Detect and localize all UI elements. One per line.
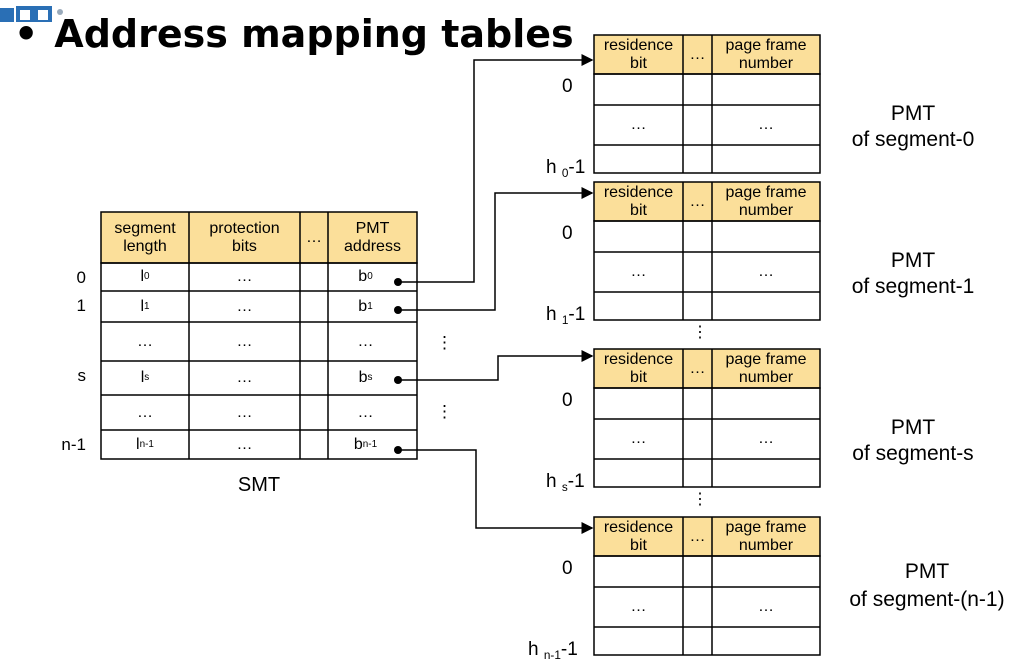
pmt-pointer-arrow	[398, 54, 594, 283]
pmt-caption-subtitle: of segment-0	[851, 128, 975, 151]
pmt-first-index: 0	[562, 390, 573, 411]
pmt-pointer-arrow	[398, 449, 594, 534]
smt-header-cell: …	[306, 228, 322, 246]
pmt-pointer-arrow	[398, 187, 594, 311]
smt-ellipsis-lower: ⋮	[436, 402, 453, 421]
pmt-caption-subtitle: of segment-s	[852, 442, 974, 465]
pmt-vertical-ellipsis: ⋮	[692, 324, 708, 341]
pmt-caption-title: PMT	[890, 102, 936, 125]
smt-length-cell: l 0	[140, 268, 150, 285]
smt-row-label: n-1	[61, 435, 86, 454]
pmt-caption-subtitle: of segment-(n-1)	[849, 588, 1005, 611]
pmt-last-index: h n-1-1	[528, 639, 578, 663]
pmt-frame-ellipsis: …	[758, 430, 774, 447]
smt-length-cell: …	[137, 332, 153, 350]
smt-pmt-address-cell: …	[357, 403, 374, 421]
smt-protection-cell: …	[236, 332, 253, 350]
pmt-header-cell: …	[689, 192, 706, 210]
smt-length-cell: l n-1	[136, 435, 154, 453]
smt-caption: SMT	[237, 474, 281, 496]
smt-protection-cell: …	[236, 297, 253, 315]
pmt-pointer-arrow	[398, 350, 594, 381]
pmt-vertical-ellipsis: ⋮	[692, 491, 708, 508]
smt-length-cell: l 1	[140, 297, 150, 315]
pmt-residence-ellipsis: …	[630, 598, 647, 615]
title-text: Address mapping tables	[54, 12, 574, 56]
pmt-caption-title: PMT	[890, 249, 936, 272]
pmt-first-index: 0	[562, 76, 573, 97]
pmt-header-cell: …	[689, 359, 706, 377]
logo-icon	[0, 6, 63, 22]
pmt-body	[593, 387, 821, 488]
pmt-body	[593, 220, 821, 321]
pmt-frame-ellipsis: …	[758, 598, 774, 615]
smt-row-label: 0	[76, 268, 86, 287]
pmt-frame-ellipsis: …	[758, 263, 774, 280]
smt-protection-cell: …	[236, 435, 253, 453]
pmt-header-cell: …	[689, 527, 706, 545]
smt-ellipsis-upper: ⋮	[436, 333, 453, 352]
pmt-caption-title: PMT	[890, 416, 936, 439]
pmt-caption-subtitle: of segment-1	[851, 275, 975, 298]
pmt-residence-ellipsis: …	[630, 116, 647, 133]
smt-row-label: 1	[76, 296, 86, 315]
smt-pmt-address-cell: b s	[358, 369, 373, 386]
pmt-last-index: h 1-1	[546, 304, 586, 328]
smt-row-label: s	[77, 366, 87, 385]
pmt-body	[593, 555, 821, 656]
pmt-caption-title: PMT	[904, 560, 950, 583]
pmt-header-band	[593, 348, 821, 389]
pmt-residence-ellipsis: …	[630, 263, 647, 280]
smt-length-cell: …	[137, 403, 153, 421]
smt-length-cell: l s	[140, 369, 150, 386]
pmt-residence-ellipsis: …	[630, 430, 647, 447]
slide-title: •Address mapping tables	[14, 8, 574, 60]
smt-pmt-address-cell: b 1	[358, 297, 373, 315]
pmt-header-band	[593, 34, 821, 75]
pmt-frame-ellipsis: …	[758, 116, 774, 133]
smt-pmt-address-cell: b 0	[358, 268, 373, 285]
smt-protection-cell: …	[236, 268, 253, 285]
pmt-header-band	[593, 516, 821, 557]
smt-protection-cell: …	[236, 369, 253, 386]
pmt-body	[593, 73, 821, 174]
pmt-first-index: 0	[562, 223, 573, 244]
smt-protection-cell: …	[236, 403, 253, 421]
pmt-first-index: 0	[562, 558, 573, 579]
smt-pmt-address-cell: b n-1	[353, 435, 378, 453]
pmt-header-cell: …	[689, 45, 706, 63]
pmt-last-index: h 0-1	[546, 157, 586, 181]
pmt-last-index: h s-1	[546, 471, 585, 495]
smt-pmt-address-cell: …	[357, 332, 374, 350]
